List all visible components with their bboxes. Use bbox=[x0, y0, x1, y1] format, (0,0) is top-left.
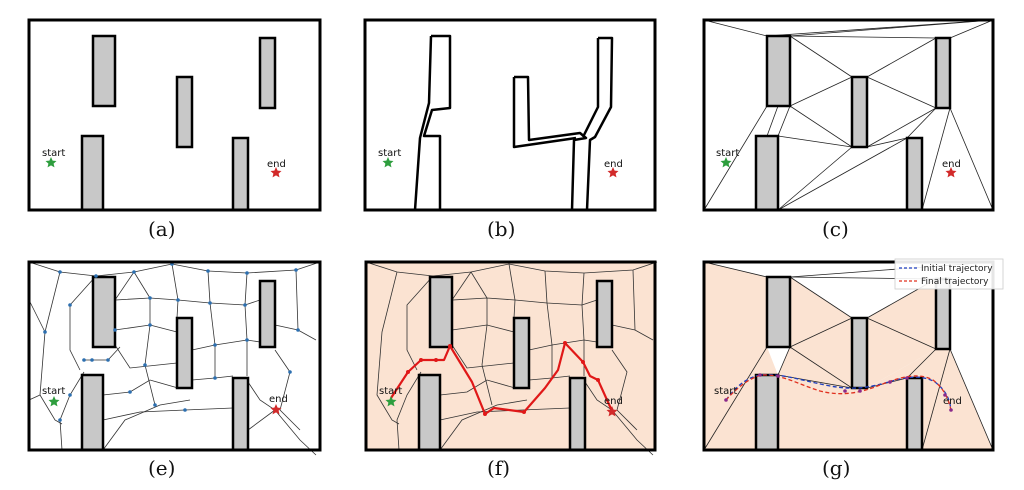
graph-edges-e bbox=[28, 261, 321, 456]
panel-f: start end (f) bbox=[364, 260, 658, 480]
obstacle-set-c bbox=[754, 34, 952, 212]
end-label-g: end bbox=[943, 396, 962, 407]
start-label-g: start bbox=[714, 386, 737, 397]
end-marker-f bbox=[606, 406, 618, 417]
start-marker-f bbox=[385, 396, 397, 407]
start-label-a: start bbox=[42, 148, 65, 159]
caption-f: (f) bbox=[487, 456, 510, 480]
map-border-b bbox=[363, 18, 657, 212]
shortest-path-f bbox=[390, 341, 614, 416]
legend-initial-label: Initial trajectory bbox=[921, 264, 993, 274]
start-marker-a bbox=[45, 157, 57, 168]
panel-b: start end (b) bbox=[363, 18, 657, 241]
graph-nodes-e bbox=[43, 262, 300, 422]
map-border-a bbox=[27, 18, 322, 212]
triangulation-edges-g bbox=[703, 261, 994, 451]
end-marker-b bbox=[607, 167, 619, 178]
map-border-c bbox=[702, 18, 995, 212]
shaded-corridor-g-2 bbox=[778, 347, 993, 450]
caption-g: (g) bbox=[822, 456, 850, 480]
caption-a: (a) bbox=[148, 217, 176, 241]
map-border-g bbox=[702, 260, 995, 452]
start-marker-b bbox=[382, 157, 394, 168]
start-label-c: start bbox=[716, 148, 739, 159]
start-label-b: start bbox=[378, 148, 401, 159]
panel-g: start end Initial trajectory Final traje… bbox=[702, 258, 1004, 480]
end-marker-e bbox=[270, 404, 282, 415]
start-marker-e bbox=[48, 396, 60, 407]
end-marker-a bbox=[270, 167, 282, 178]
path-nodes-f bbox=[406, 341, 600, 416]
caption-c: (c) bbox=[822, 217, 849, 241]
obstacle-set-g bbox=[754, 275, 952, 452]
obstacle-set-a bbox=[80, 34, 277, 212]
trajectory-waypoints-g bbox=[724, 373, 953, 412]
start-label-e: start bbox=[42, 386, 65, 397]
end-marker-c bbox=[945, 167, 957, 178]
end-label-f: end bbox=[604, 396, 623, 407]
end-label-b: end bbox=[604, 159, 623, 170]
caption-b: (b) bbox=[487, 217, 515, 241]
panel-a: start end (a) bbox=[27, 18, 322, 241]
start-marker-c bbox=[720, 157, 732, 168]
start-label-f: start bbox=[379, 386, 402, 397]
map-border-e bbox=[27, 260, 322, 452]
panel-c: start end (c) bbox=[702, 18, 995, 241]
legend-final-label: Final trajectory bbox=[921, 277, 989, 287]
legend-g: Initial trajectory Final trajectory bbox=[894, 258, 1004, 290]
panel-e: start end (e) bbox=[27, 260, 322, 480]
end-label-e: end bbox=[269, 394, 288, 405]
shaded-corridor-g bbox=[704, 262, 778, 450]
map-border-f bbox=[364, 260, 657, 452]
caption-e: (e) bbox=[148, 456, 175, 480]
end-label-c: end bbox=[942, 159, 961, 170]
obstacle-set-e bbox=[80, 275, 277, 452]
triangulation-edges-c bbox=[703, 19, 994, 211]
dilated-obstacles-b bbox=[413, 34, 614, 211]
end-label-a: end bbox=[267, 159, 286, 170]
